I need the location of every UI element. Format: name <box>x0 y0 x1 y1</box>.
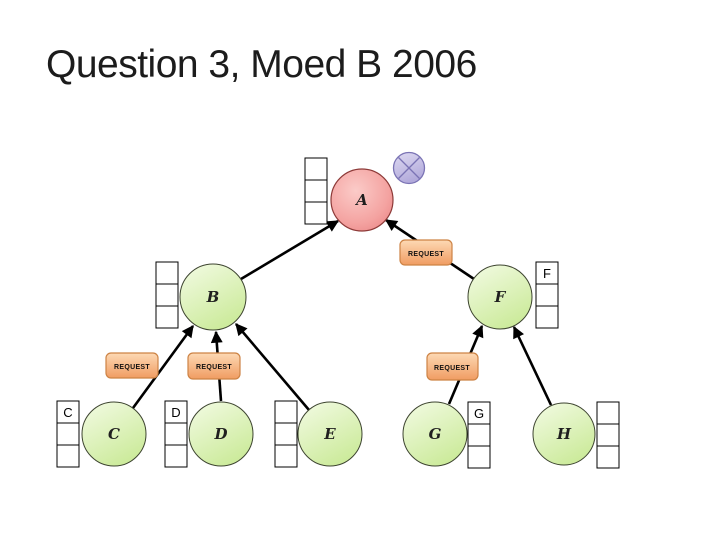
node-d-label: D <box>213 425 227 443</box>
node-h: H <box>532 402 596 466</box>
node-c: C <box>81 401 147 467</box>
node-f: F <box>467 264 533 330</box>
request-badge-label: REQUEST <box>408 251 444 258</box>
edge-e-to-b-arrow <box>235 323 310 411</box>
request-badge-label: REQUEST <box>114 364 150 371</box>
queue-entry: D <box>171 405 180 420</box>
request-badge-f-to-a: REQUEST <box>399 239 453 266</box>
request-badge-c-to-b: REQUEST <box>105 352 159 379</box>
node-e-label: E <box>323 425 336 443</box>
edge-h-to-f-arrow <box>512 325 553 406</box>
node-a-circle <box>330 168 394 232</box>
node-d: D <box>188 401 254 467</box>
request-badge-label: REQUEST <box>434 365 470 372</box>
edge-c-to-b-arrow <box>131 325 195 409</box>
queue-g: G <box>467 401 491 469</box>
queue-c: C <box>56 400 80 468</box>
node-a: A <box>330 168 394 232</box>
page-title: Question 3, Moed B 2006 <box>46 43 477 86</box>
crossed-circle-icon <box>392 151 426 185</box>
queue-h <box>596 401 620 469</box>
node-f-label: F <box>494 288 507 306</box>
node-e: E <box>297 401 363 467</box>
node-a-label: A <box>354 191 368 209</box>
node-g: G <box>402 401 468 467</box>
edge-b-to-a-arrow <box>240 219 340 281</box>
queue-entry: G <box>474 406 484 421</box>
node-f-circle <box>467 264 533 330</box>
queue-d: D <box>164 400 188 468</box>
node-d-circle <box>188 401 254 467</box>
node-c-circle <box>81 401 147 467</box>
queue-b <box>155 261 179 329</box>
node-e-circle <box>297 401 363 467</box>
node-b-circle <box>179 263 247 331</box>
node-g-label: G <box>429 425 442 443</box>
request-badge-label: REQUEST <box>196 364 232 371</box>
request-badge-g-to-f: REQUEST <box>426 352 479 381</box>
node-h-circle <box>532 402 596 466</box>
queue-f: F <box>535 261 559 329</box>
queue-entry: C <box>63 405 72 420</box>
node-b-label: B <box>206 288 220 306</box>
queue-entry: F <box>543 266 551 281</box>
node-b: B <box>179 263 247 331</box>
queue-e <box>274 400 298 468</box>
request-badge-d-to-b: REQUEST <box>187 352 241 380</box>
node-h-label: H <box>556 425 572 443</box>
queue-a <box>304 157 328 225</box>
node-c-label: C <box>108 425 120 443</box>
node-g-circle <box>402 401 468 467</box>
